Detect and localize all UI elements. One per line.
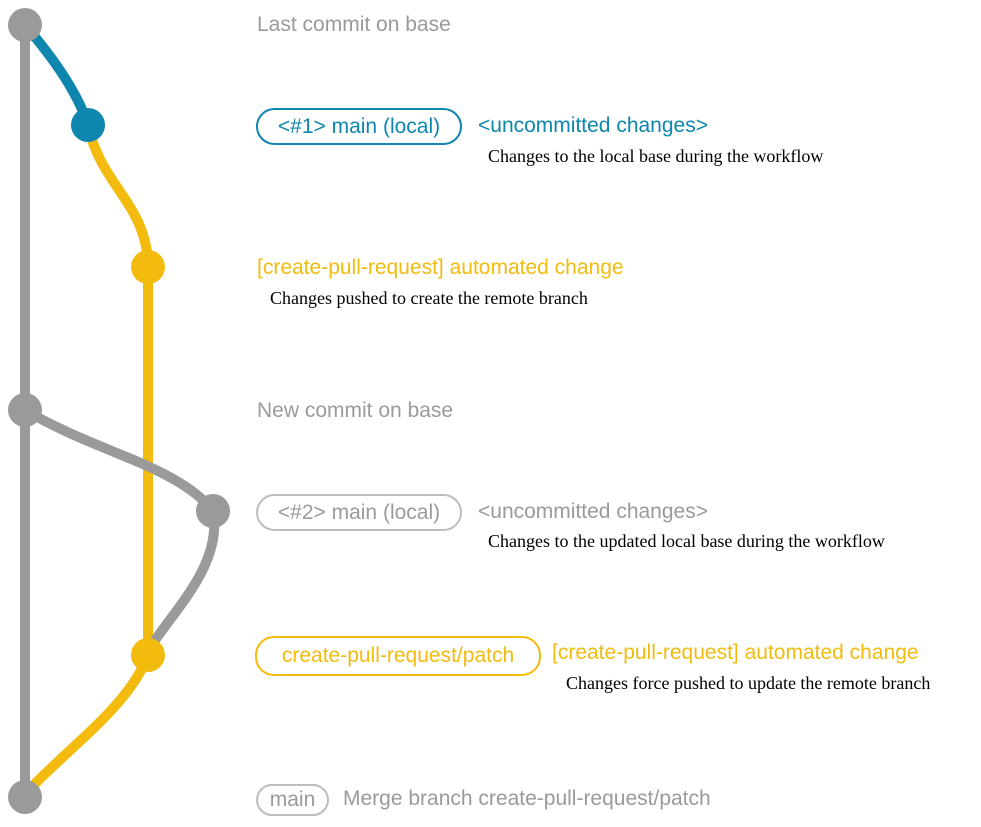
uncommitted-changes-label-2: <uncommitted changes>	[478, 500, 708, 523]
git-graph	[8, 8, 230, 814]
last-commit-label: Last commit on base	[257, 13, 451, 36]
branch-badge-create-pull-request-patch: create-pull-request/patch	[255, 636, 541, 676]
uncommitted-changes-label-1: <uncommitted changes>	[478, 114, 708, 137]
automated-change-description-2: Changes force pushed to update the remot…	[566, 673, 931, 693]
commit-dot-local-1	[71, 108, 105, 142]
uncommitted-changes-description-1: Changes to the local base during the wor…	[488, 146, 824, 166]
uncommitted-changes-description-2: Changes to the updated local base during…	[488, 531, 885, 551]
automated-change-description-1: Changes pushed to create the remote bran…	[270, 288, 588, 308]
commit-dot-remote-1	[131, 250, 165, 284]
local-change-edge-1	[21, 21, 93, 127]
automated-change-label-1: [create-pull-request] automated change	[257, 256, 624, 279]
updated-local-edge	[145, 510, 220, 651]
commit-dot-local-2	[196, 494, 230, 528]
new-commit-label: New commit on base	[257, 399, 454, 422]
commit-dot-last-base	[8, 8, 42, 42]
merge-commit-message: Merge branch create-pull-request/patch	[343, 787, 711, 810]
branch-badge-main-local-2: <#2> main (local)	[256, 494, 462, 531]
branch-badge-main-local-1: <#1> main (local)	[256, 108, 462, 145]
base-new-commit-edge	[22, 405, 217, 515]
automated-change-label-2: [create-pull-request] automated change	[552, 641, 919, 664]
commit-dot-new-base	[8, 393, 42, 427]
commit-dot-merge	[8, 780, 42, 814]
commit-dot-remote-2	[131, 638, 165, 672]
branch-badge-main: main	[256, 784, 329, 816]
